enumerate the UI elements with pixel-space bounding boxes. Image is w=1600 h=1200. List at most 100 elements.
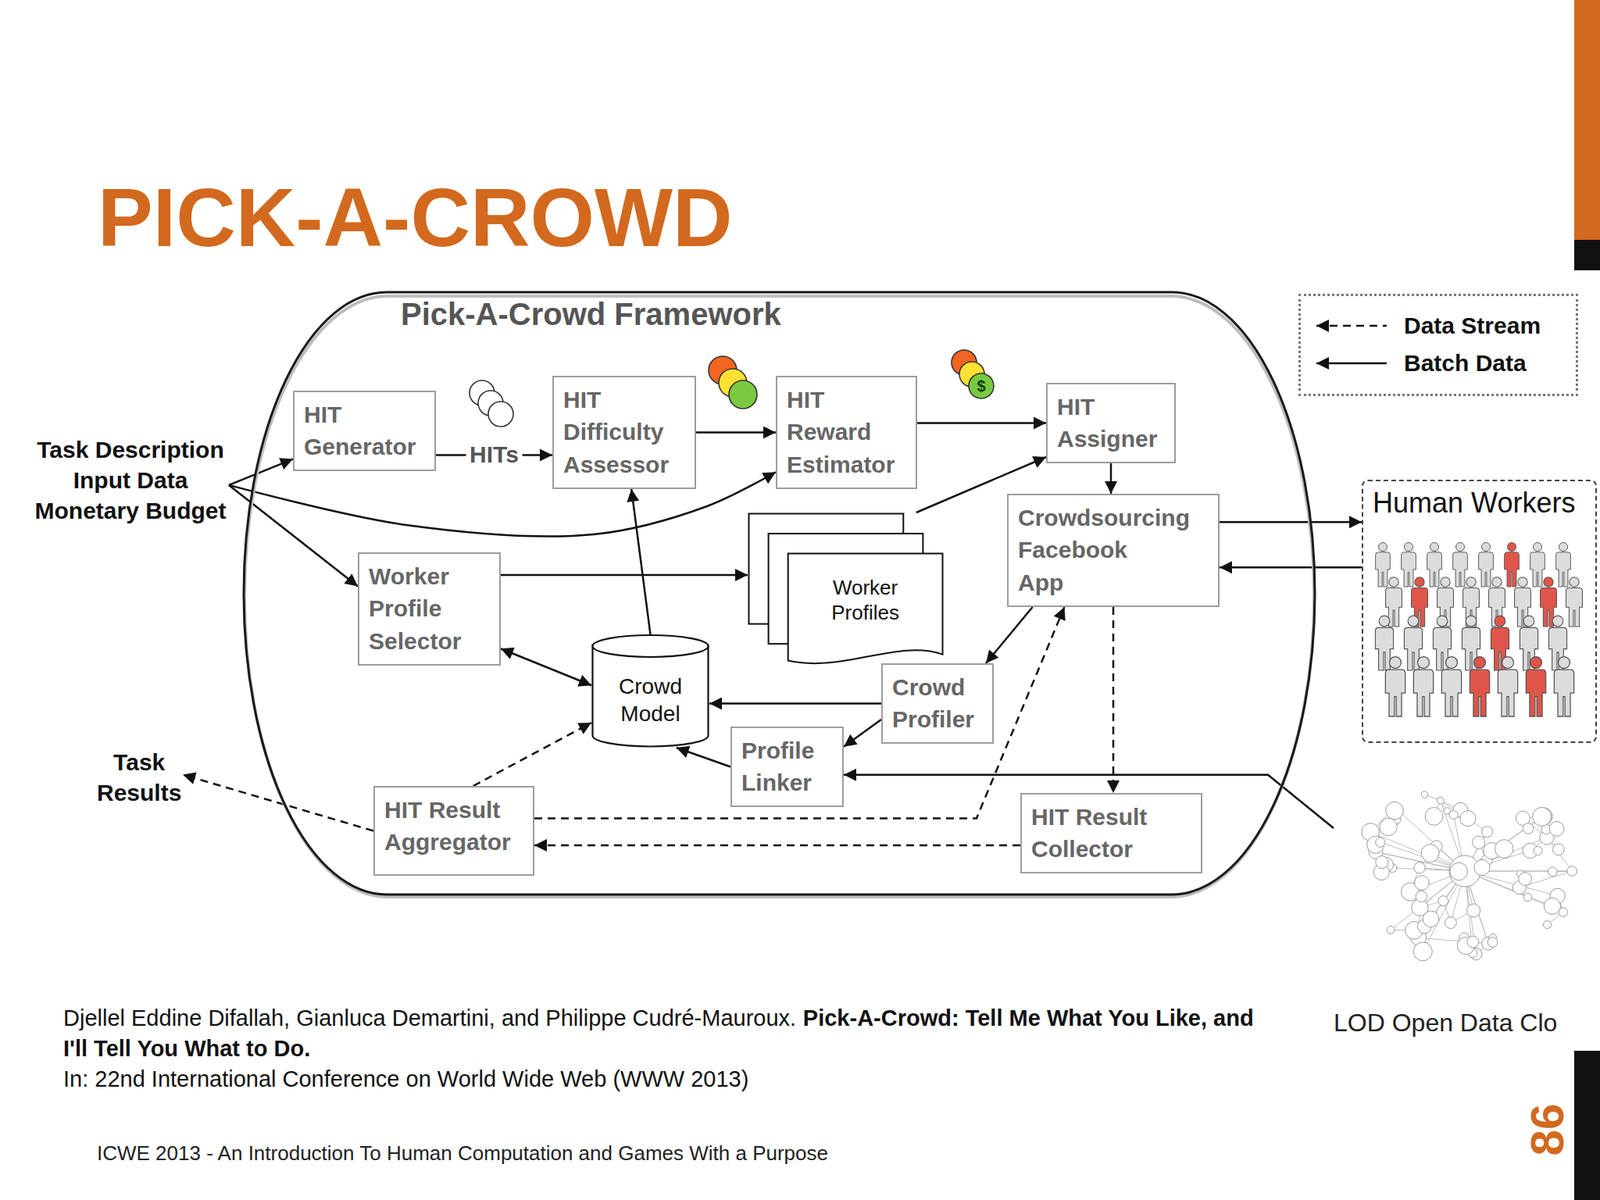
framework-boundary: Pick-A-Crowd FrameworkHIT Generator HIT D… xyxy=(242,290,1317,898)
slide-title: PICK-A-CROWD xyxy=(97,175,733,259)
legend-row: Batch Data xyxy=(1311,344,1565,383)
graph-node xyxy=(1385,801,1404,820)
process-box: Profile Linker xyxy=(730,726,844,808)
person-figure xyxy=(1566,577,1583,627)
batch-data-arrow xyxy=(676,747,731,768)
batch-data-arrow xyxy=(631,489,650,635)
person-figure xyxy=(1497,657,1518,717)
graph-node xyxy=(1549,821,1565,836)
output-label: Task Results xyxy=(96,746,183,809)
data-stream-arrow xyxy=(182,775,374,832)
node-label: Crowd Profiler xyxy=(892,671,975,736)
difficulty-icon xyxy=(708,356,758,409)
batch-data-arrow xyxy=(500,574,748,577)
graph-node xyxy=(1487,937,1498,948)
citation-venue: In: 22nd International Conference on Wor… xyxy=(63,1064,1259,1095)
person-figure xyxy=(1463,577,1480,627)
process-box: HIT Result Collector xyxy=(1020,792,1203,874)
node-label: HIT Assigner xyxy=(1057,390,1158,456)
legend-text: Data Stream xyxy=(1403,312,1541,340)
graph-node xyxy=(1518,872,1533,886)
data-stream-arrow xyxy=(1112,607,1115,793)
person-figure xyxy=(1413,657,1433,717)
person-figure xyxy=(1478,542,1494,587)
outline xyxy=(243,292,1315,895)
graph-node xyxy=(1542,921,1551,929)
graph-node xyxy=(1422,910,1440,928)
graph-node xyxy=(1449,810,1458,819)
node-label: LOD Open Data Clo xyxy=(1333,1008,1558,1038)
graph-node xyxy=(1421,844,1440,863)
graph-node xyxy=(1386,925,1395,934)
person-figure xyxy=(1489,577,1506,627)
document-page xyxy=(788,553,943,664)
graph-node xyxy=(1543,897,1561,915)
graph-node xyxy=(1460,810,1476,827)
graph-node xyxy=(1467,903,1481,918)
person-figure xyxy=(1441,657,1461,717)
person-figure xyxy=(1385,657,1405,717)
solid-arrow-sample xyxy=(1316,362,1387,365)
graph-node xyxy=(1532,807,1552,826)
data-stream-arrow xyxy=(534,844,1021,847)
dashed-arrow-sample xyxy=(1316,325,1387,328)
graph-node xyxy=(1379,817,1397,836)
hit-icon xyxy=(469,380,514,427)
graph-node xyxy=(1445,917,1458,929)
batch-data-arrow xyxy=(500,648,592,686)
person-figure xyxy=(1453,542,1468,587)
graph-node xyxy=(1523,892,1532,901)
batch-data-arrow xyxy=(1110,463,1113,494)
graph-node xyxy=(1533,846,1543,856)
reward-icon xyxy=(951,350,994,399)
footer-text: ICWE 2013 - An Introduction To Human Com… xyxy=(96,1142,829,1165)
page-number: 86 xyxy=(1521,1103,1574,1157)
person-figure xyxy=(1553,657,1574,717)
graph-node xyxy=(1547,867,1558,877)
person-figure xyxy=(1469,657,1490,717)
cylinder-body xyxy=(592,645,709,747)
graph-node xyxy=(1482,826,1493,838)
batch-data-arrow xyxy=(696,431,776,434)
graph-node xyxy=(1375,837,1386,847)
person-figure xyxy=(1427,542,1443,587)
node-label: HIT Reward Estimator xyxy=(786,383,895,481)
lod-cloud-illustration xyxy=(1361,791,1578,961)
accent-bar xyxy=(1574,239,1600,271)
accent-bar xyxy=(1574,0,1600,240)
batch-data-arrow xyxy=(917,421,1047,425)
batch-data-arrow xyxy=(709,702,882,705)
graph-node xyxy=(1415,890,1427,902)
process-box: Crowdsourcing Facebook App xyxy=(1007,493,1220,608)
framework-heading: Pick-A-Crowd Framework xyxy=(400,295,782,333)
process-box: HIT Generator xyxy=(292,390,436,472)
node-label: Worker Profile Selector xyxy=(368,560,461,658)
process-box: Crowd Profiler xyxy=(881,663,994,744)
graph-node xyxy=(1522,823,1534,835)
person-figure xyxy=(1556,542,1572,587)
graph-node xyxy=(1567,866,1578,877)
legend-box: Data StreamBatch Data xyxy=(1298,293,1579,397)
process-box: Worker Profile Selector xyxy=(357,552,501,666)
person-figure xyxy=(1437,577,1454,627)
legend-row: Data Stream xyxy=(1311,307,1565,345)
citation: Djellel Eddine Difallah, Gianluca Demart… xyxy=(63,1003,1259,1095)
cylinder-top xyxy=(592,635,709,658)
node-label: HIT Difficulty Assessor xyxy=(563,383,669,481)
node-label: Worker Profiles xyxy=(831,574,900,625)
citation-authors: Djellel Eddine Difallah, Gianluca Demart… xyxy=(63,1005,797,1031)
document-stack: Worker Profiles xyxy=(747,512,944,666)
batch-data-arrow xyxy=(1219,521,1362,524)
graph-link xyxy=(1519,871,1572,888)
graph-node xyxy=(1467,935,1479,948)
process-box: HIT Reward Estimator xyxy=(775,375,918,490)
graph-node xyxy=(1494,839,1513,858)
graph-node xyxy=(1414,862,1425,874)
node-label: Human Workers xyxy=(1372,485,1586,520)
currency-symbol: $ xyxy=(976,377,986,395)
graph-link xyxy=(1440,800,1488,833)
person-figure xyxy=(1375,542,1391,587)
outline-shadow xyxy=(244,296,1315,897)
data-cloud: LOD Open Data Clo xyxy=(1333,775,1594,1038)
legend-sample xyxy=(1311,317,1390,335)
